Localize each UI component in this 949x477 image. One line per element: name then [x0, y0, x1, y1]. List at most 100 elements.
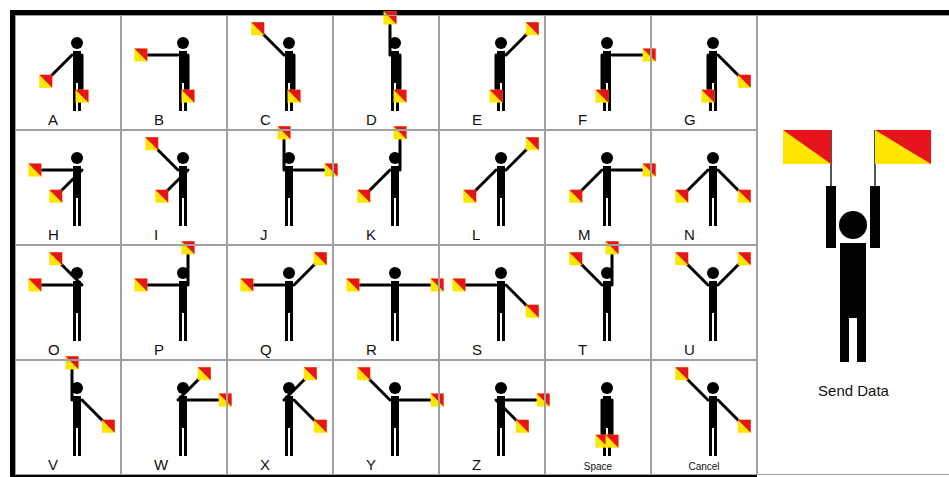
signaller-arm [601, 55, 604, 89]
signaller-arm [506, 285, 527, 306]
signaller-arm [61, 170, 82, 191]
signaller-leg [78, 313, 81, 341]
flag-red [643, 49, 656, 62]
letter-label: A [48, 111, 58, 128]
signaller-body [709, 281, 717, 313]
flag-red [182, 90, 195, 103]
signaller-arm [157, 149, 178, 170]
flag-yellow [738, 252, 751, 265]
flag-red [606, 241, 619, 254]
flag-yellow [182, 241, 195, 254]
semaphore-cell: G [651, 15, 757, 130]
signaller-arm [506, 34, 527, 55]
flag-yellow [240, 279, 253, 292]
flag-red [28, 279, 41, 292]
signaller-leg [714, 313, 717, 341]
signaller-arm [826, 186, 836, 248]
panel-label: Send Data [818, 382, 889, 399]
signaller-body [709, 396, 717, 428]
signaller-head [495, 382, 507, 394]
signaller-leg [184, 428, 187, 456]
signaller-arm [506, 149, 527, 170]
flag-yellow [738, 190, 751, 203]
flag-red [875, 130, 931, 164]
flag-yellow [675, 252, 688, 265]
flag-red [490, 90, 503, 103]
signaller-body [179, 51, 187, 83]
signaller-leg [184, 198, 187, 226]
signaller-arm [369, 379, 390, 400]
flag-red [219, 394, 232, 407]
semaphore-cell: E [439, 15, 545, 130]
flag-red [240, 279, 253, 292]
signaller-body [285, 281, 293, 313]
flag-red [155, 190, 168, 203]
signaller-arm [369, 170, 390, 191]
signaller-arm [294, 169, 324, 172]
letter-label: N [684, 226, 695, 243]
signaller-arm [42, 169, 72, 172]
signaller-arm [718, 170, 739, 191]
flag-yellow [102, 420, 115, 433]
letter-label: Space [584, 461, 612, 472]
signaller-leg [73, 313, 76, 341]
flag-red [304, 367, 317, 380]
flag-yellow [569, 252, 582, 265]
signaller-arm [263, 34, 284, 55]
signaller-arm [399, 140, 402, 170]
signaller-body [391, 396, 399, 428]
signaller-head [177, 152, 189, 164]
signaller-leg [714, 198, 717, 226]
signaller-leg [603, 198, 606, 226]
flag-yellow [643, 164, 656, 177]
letter-label: P [154, 341, 164, 358]
flag-red [49, 190, 62, 203]
signaller-body [603, 396, 611, 428]
signaller-leg [285, 198, 288, 226]
signaller-arm [466, 284, 496, 287]
letter-label: W [154, 456, 168, 473]
signaller-body [603, 51, 611, 83]
flag-yellow [155, 190, 168, 203]
flag-yellow [431, 279, 444, 292]
signaller-leg [857, 318, 866, 362]
semaphore-cell: O [15, 245, 121, 360]
signaller-arm [187, 55, 190, 89]
semaphore-cell: X [227, 360, 333, 475]
semaphore-cell: U [651, 245, 757, 360]
send-data-panel: Send Data [757, 15, 949, 475]
signaller-arm [389, 25, 392, 55]
signaller-leg [290, 198, 293, 226]
flag-red [251, 22, 264, 35]
flag-yellow [702, 90, 715, 103]
semaphore-cell: V [15, 360, 121, 475]
flag-red [102, 420, 115, 433]
semaphore-cell: L [439, 130, 545, 245]
signaller-leg [603, 313, 606, 341]
semaphore-cell: B [121, 15, 227, 130]
signaller-leg [78, 198, 81, 226]
signaller-leg [709, 313, 712, 341]
flag-yellow [346, 279, 359, 292]
signaller-leg [179, 313, 182, 341]
signaller-leg [709, 198, 712, 226]
letter-label: S [472, 341, 482, 358]
signaller-leg [608, 313, 611, 341]
signaller-leg [396, 198, 399, 226]
flag-yellow [738, 420, 751, 433]
letter-label: X [260, 456, 270, 473]
flag-red [463, 190, 476, 203]
signaller-arm [611, 255, 614, 285]
semaphore-cell: Y [333, 360, 439, 475]
signaller-leg [497, 313, 500, 341]
letter-label: V [48, 456, 58, 473]
letter-label: J [260, 226, 268, 243]
flag-yellow [526, 22, 539, 35]
signaller-body [497, 166, 505, 198]
signaller-leg [714, 428, 717, 456]
letter-label: E [472, 111, 482, 128]
flag-red [738, 252, 751, 265]
flag-red [675, 190, 688, 203]
flag-red [431, 394, 444, 407]
signaller-arm [42, 284, 72, 287]
